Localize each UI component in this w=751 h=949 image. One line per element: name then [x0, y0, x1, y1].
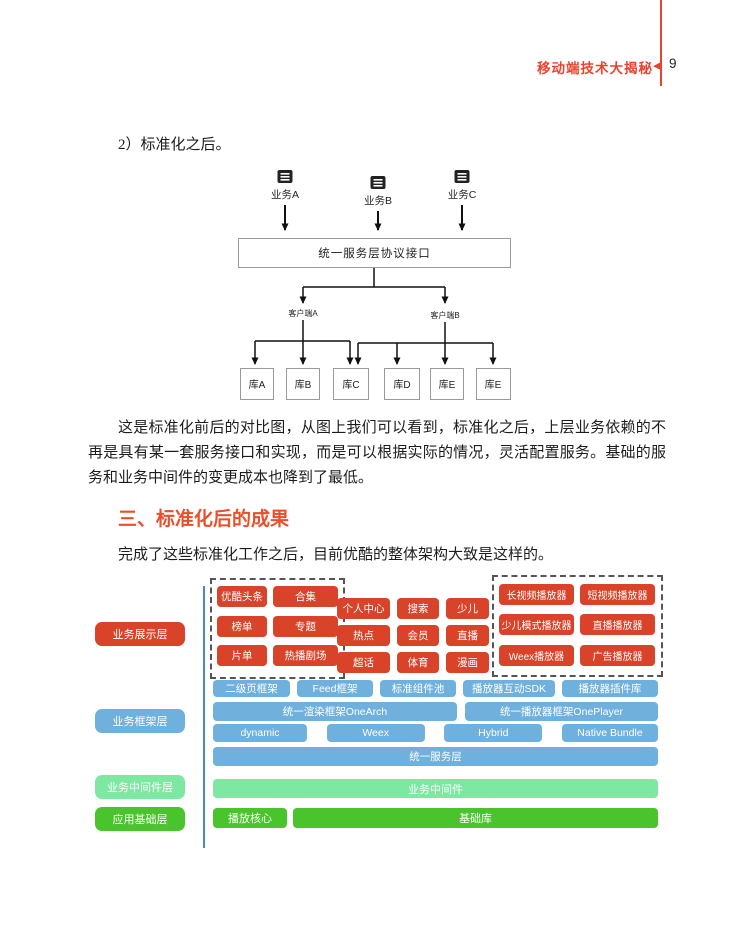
framework-box: 二级页框架 [213, 680, 290, 697]
framework-box: Feed框架 [297, 680, 373, 697]
library-box [430, 368, 464, 400]
library-box [476, 368, 511, 400]
library-box [333, 368, 369, 400]
header-rule [660, 0, 662, 86]
library-box [384, 368, 420, 400]
library-label: 库A [249, 378, 266, 391]
architecture-diagram: 业务展示层 业务框架层 业务中间件层 应用基础层 优酷头条 合集 榜单 专题 片… [88, 570, 665, 860]
base-box: 基础库 [293, 808, 658, 828]
module-box: 会员 [397, 625, 439, 646]
flow-diagram: 业务A 业务B 业务C 统一服务层协议接口 客户端A 客户端B [238, 170, 511, 400]
module-box: 直播 [446, 625, 489, 646]
module-box: 少儿 [446, 598, 489, 619]
divider-line [203, 586, 205, 848]
module-box: 专题 [273, 615, 338, 637]
layer-label-presentation: 业务展示层 [95, 622, 185, 646]
interface-box-label: 统一服务层协议接口 [318, 246, 431, 260]
module-box: 少儿模式播放器 [499, 614, 574, 636]
module-box: Weex播放器 [499, 644, 574, 666]
business-label: 业务B [364, 194, 392, 207]
module-box: 短视频播放器 [580, 584, 655, 605]
framework-row-2: 统一渲染框架OneArch 统一播放器框架OnePlayer [213, 702, 658, 721]
page-number: 9 [669, 56, 677, 71]
layer-label-middleware: 业务中间件层 [95, 775, 185, 799]
module-box: 热点 [337, 625, 390, 646]
module-box: 片单 [217, 645, 267, 667]
module-box: 榜单 [217, 615, 267, 637]
middleware-bar: 业务中间件 [213, 779, 658, 798]
framework-box: 统一渲染框架OneArch [213, 702, 457, 721]
layer-label-base: 应用基础层 [95, 807, 185, 831]
body-paragraph: 这是标准化前后的对比图，从图上我们可以看到，标准化之后，上层业务依赖的不再是具有… [88, 420, 666, 486]
module-box: 体育 [397, 652, 439, 673]
service-layer-bar: 统一服务层 [213, 747, 658, 766]
client-label: 客户端B [430, 310, 459, 320]
document-icon [277, 170, 293, 183]
module-group-players: 长视频播放器 短视频播放器 少儿模式播放器 直播播放器 Weex播放器 广告播放… [492, 575, 663, 677]
framework-row-3: dynamic Weex Hybrid Native Bundle [213, 724, 658, 742]
framework-box: 标准组件池 [380, 680, 456, 697]
interface-box [238, 238, 511, 268]
library-label: 库E [439, 378, 456, 391]
base-box: 播放核心 [213, 808, 287, 828]
base-row: 播放核心 基础库 [213, 808, 658, 828]
module-box: 长视频播放器 [499, 584, 574, 605]
framework-box: Native Bundle [561, 724, 658, 742]
middleware-row: 业务中间件 [213, 779, 658, 798]
framework-box: 播放器插件库 [562, 680, 658, 697]
module-box: 合集 [273, 586, 338, 607]
document-icon [370, 176, 386, 189]
library-label: 库B [295, 378, 312, 391]
body-paragraph: 完成了这些标准化工作之后，目前优酷的整体架构大致是这样的。 [118, 547, 554, 563]
framework-box: 播放器互动SDK [463, 680, 555, 697]
client-label: 客户端A [288, 308, 318, 318]
step-label: 2）标准化之后。 [118, 137, 231, 153]
framework-box: dynamic [213, 724, 307, 742]
business-label: 业务A [271, 188, 299, 201]
library-box [240, 368, 274, 400]
header-marker-icon: ◀ [653, 59, 662, 72]
library-box [286, 368, 320, 400]
module-box: 广告播放器 [580, 644, 655, 666]
header-title: 移动端技术大揭秘 [537, 61, 653, 76]
section-heading: 三、标准化后的成果 [118, 509, 290, 530]
module-box: 直播播放器 [580, 614, 655, 636]
layer-label-framework: 业务框架层 [95, 709, 185, 733]
framework-box: Hybrid [444, 724, 543, 742]
module-box: 超话 [337, 652, 390, 673]
framework-box: 统一播放器框架OnePlayer [465, 702, 658, 721]
service-layer-row: 统一服务层 [213, 747, 658, 766]
document-icon [454, 170, 470, 183]
module-group-left: 优酷头条 合集 榜单 专题 片单 热播剧场 [210, 578, 345, 679]
module-box: 漫画 [446, 652, 489, 673]
library-label: 库C [342, 378, 359, 391]
module-box: 热播剧场 [273, 645, 338, 667]
library-label: 库D [393, 378, 410, 391]
module-box: 个人中心 [337, 598, 390, 619]
library-label: 库E [485, 378, 502, 391]
business-label: 业务C [448, 188, 477, 201]
module-group-middle: 个人中心 搜索 少儿 热点 会员 直播 超话 体育 漫画 [337, 598, 489, 673]
module-box: 搜索 [397, 598, 439, 619]
framework-box: Weex [326, 724, 425, 742]
module-box: 优酷头条 [217, 586, 267, 607]
framework-row-1: 二级页框架 Feed框架 标准组件池 播放器互动SDK 播放器插件库 [213, 680, 658, 697]
